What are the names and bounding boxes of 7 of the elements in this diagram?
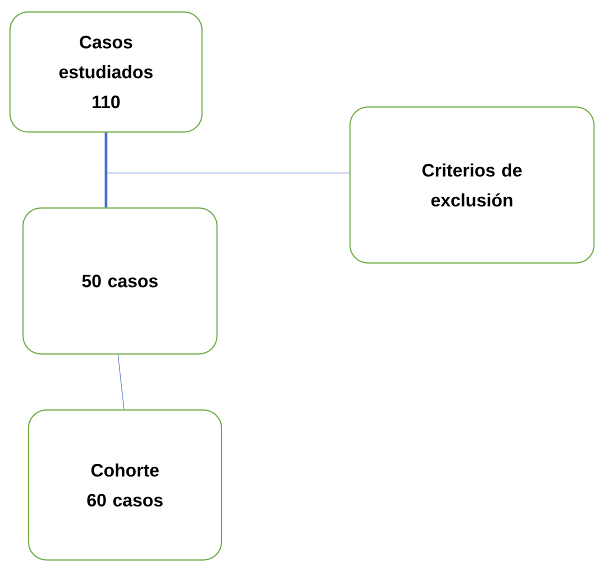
connector-line	[104, 132, 108, 208]
process-box: Casos estudiados 110	[9, 11, 203, 133]
connector-line	[106, 132, 350, 174]
connector-line	[118, 354, 124, 410]
process-box: 50 casos	[22, 207, 218, 355]
process-box: Cohorte 60 casos	[28, 409, 222, 561]
process-box: Criterios de exclusión	[349, 106, 595, 264]
